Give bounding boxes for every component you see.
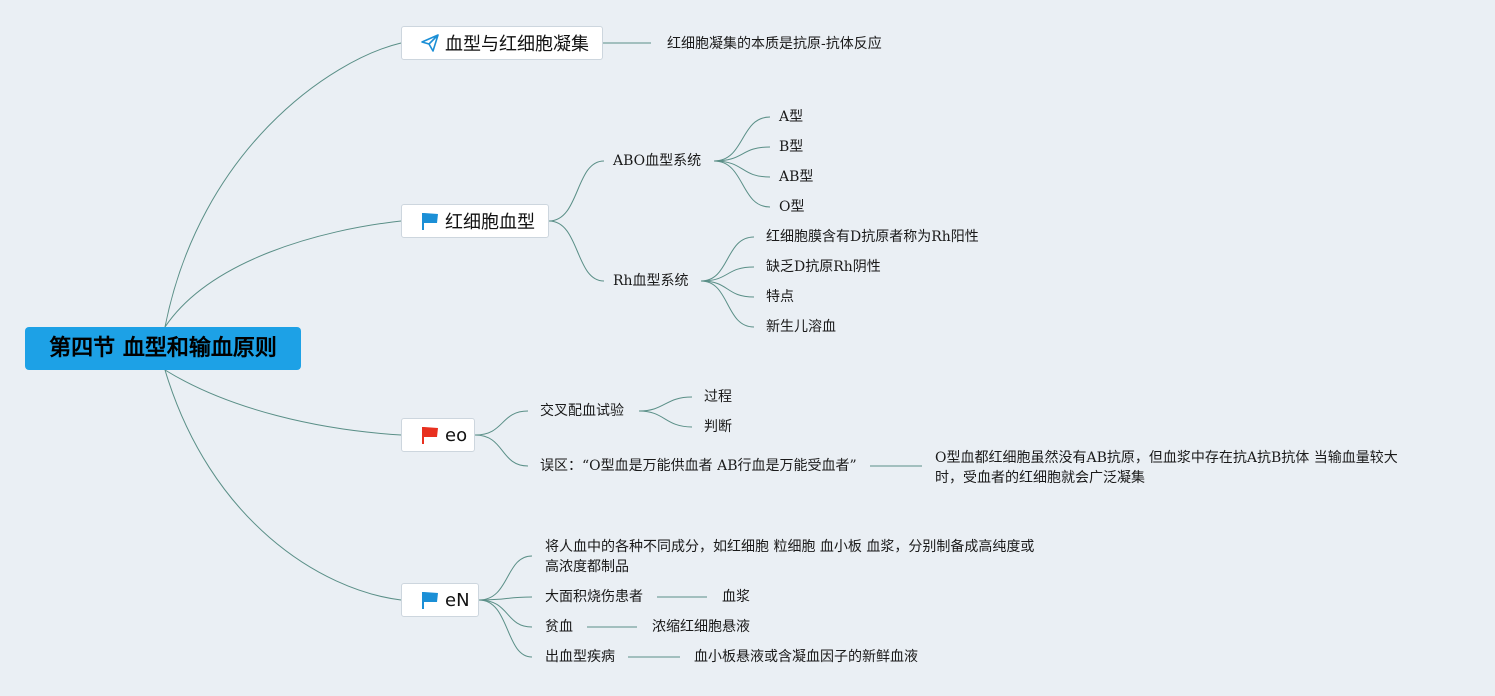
abo-system[interactable]: ABO血型系统 [613, 153, 702, 169]
branch-en[interactable]: eN [401, 583, 479, 617]
cross-match-judgement[interactable]: 判断 [704, 419, 732, 435]
myth-explanation[interactable]: O型血都红细胞虽然没有AB抗原，但血浆中存在抗A抗B抗体 当输血量较大时，受血者… [935, 450, 1398, 486]
bleeding-platelets[interactable]: 血小板悬液或含凝血因子的新鲜血液 [694, 649, 918, 665]
branch-eo[interactable]: eo [401, 418, 475, 452]
anemia[interactable]: 贫血 [545, 619, 573, 635]
blue-flag-icon [420, 590, 440, 610]
component-transfusion-note[interactable]: 将人血中的各种不同成分，如红细胞 粒细胞 血小板 血浆，分别制备成高纯度或高浓度… [545, 539, 1035, 575]
anemia-concentrated-rbc[interactable]: 浓缩红细胞悬液 [652, 619, 750, 635]
rh-newborn-hemolysis[interactable]: 新生儿溶血 [766, 319, 836, 335]
red-flag-icon [420, 425, 440, 445]
burn-plasma[interactable]: 血浆 [722, 589, 750, 605]
branch-blood-type-agglutination[interactable]: 血型与红细胞凝集 [401, 26, 603, 60]
cross-match-process[interactable]: 过程 [704, 389, 732, 405]
myth-universal-donor[interactable]: 误区：“O型血是万能供血者 AB行血是万能受血者” [540, 458, 857, 474]
root-topic[interactable]: 第四节 血型和输血原则 [25, 327, 301, 370]
rh-negative[interactable]: 缺乏D抗原Rh阴性 [766, 259, 881, 275]
branch-label: eo [445, 424, 468, 446]
rh-system[interactable]: Rh血型系统 [613, 273, 689, 289]
abo-type-a[interactable]: A型 [779, 109, 804, 125]
branch-label: 血型与红细胞凝集 [445, 34, 589, 55]
abo-type-b[interactable]: B型 [779, 139, 804, 155]
blue-flag-icon [420, 211, 440, 231]
abo-type-o[interactable]: O型 [779, 199, 805, 215]
bleeding-disorders[interactable]: 出血型疾病 [545, 649, 615, 665]
paper-plane-icon [420, 33, 440, 53]
cross-match-test[interactable]: 交叉配血试验 [540, 403, 624, 419]
abo-type-ab[interactable]: AB型 [779, 169, 814, 185]
branch-label: 红细胞血型 [445, 212, 535, 233]
rh-positive[interactable]: 红细胞膜含有D抗原者称为Rh阳性 [766, 229, 979, 245]
burn-patients[interactable]: 大面积烧伤患者 [545, 589, 643, 605]
rh-features[interactable]: 特点 [766, 289, 794, 305]
leaf-agglutination-essence[interactable]: 红细胞凝集的本质是抗原-抗体反应 [667, 36, 882, 52]
branch-label: eN [445, 589, 470, 611]
branch-rbc-blood-types[interactable]: 红细胞血型 [401, 204, 549, 238]
